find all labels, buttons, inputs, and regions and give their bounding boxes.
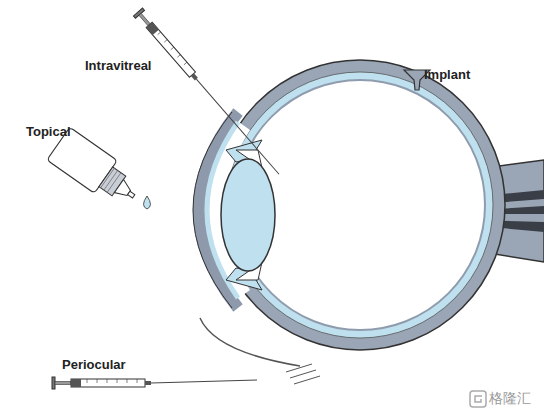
route-label: Topical <box>26 124 71 139</box>
watermark: 格隆汇 <box>489 390 531 408</box>
lens <box>221 159 275 271</box>
intravitreal-syringe <box>133 8 283 178</box>
eyelid <box>200 318 300 366</box>
watermark-logo <box>470 391 486 407</box>
hatch <box>286 364 320 384</box>
eye-drop <box>144 196 151 209</box>
periocular-syringe <box>52 377 257 389</box>
sclera <box>215 60 505 350</box>
route-label: Implant <box>424 67 470 82</box>
dropper-bottle <box>47 127 145 213</box>
route-label: Periocular <box>62 357 126 372</box>
route-label: Intravitreal <box>85 58 151 73</box>
